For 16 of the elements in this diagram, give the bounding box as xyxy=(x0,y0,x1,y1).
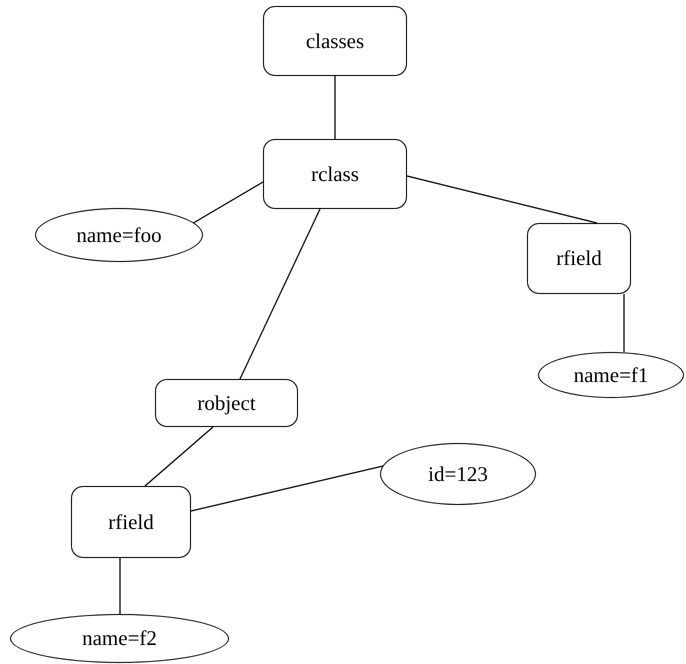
connector-line xyxy=(190,465,384,512)
element-box: rclass xyxy=(263,139,407,209)
connector-line xyxy=(239,208,321,380)
connector-line xyxy=(623,294,625,352)
attribute-ellipse: name=f1 xyxy=(538,352,684,398)
connector-line xyxy=(144,426,214,486)
element-box: classes xyxy=(263,6,407,76)
attribute-ellipse: id=123 xyxy=(380,443,536,505)
connector-line xyxy=(119,558,121,614)
connector-line xyxy=(334,76,336,139)
element-box: robject xyxy=(155,379,298,427)
element-box: rfield xyxy=(527,223,631,294)
element-box: rfield xyxy=(71,486,191,558)
attribute-ellipse: name=foo xyxy=(35,208,203,262)
attribute-ellipse: name=f2 xyxy=(10,614,229,663)
connector-line xyxy=(406,175,598,224)
